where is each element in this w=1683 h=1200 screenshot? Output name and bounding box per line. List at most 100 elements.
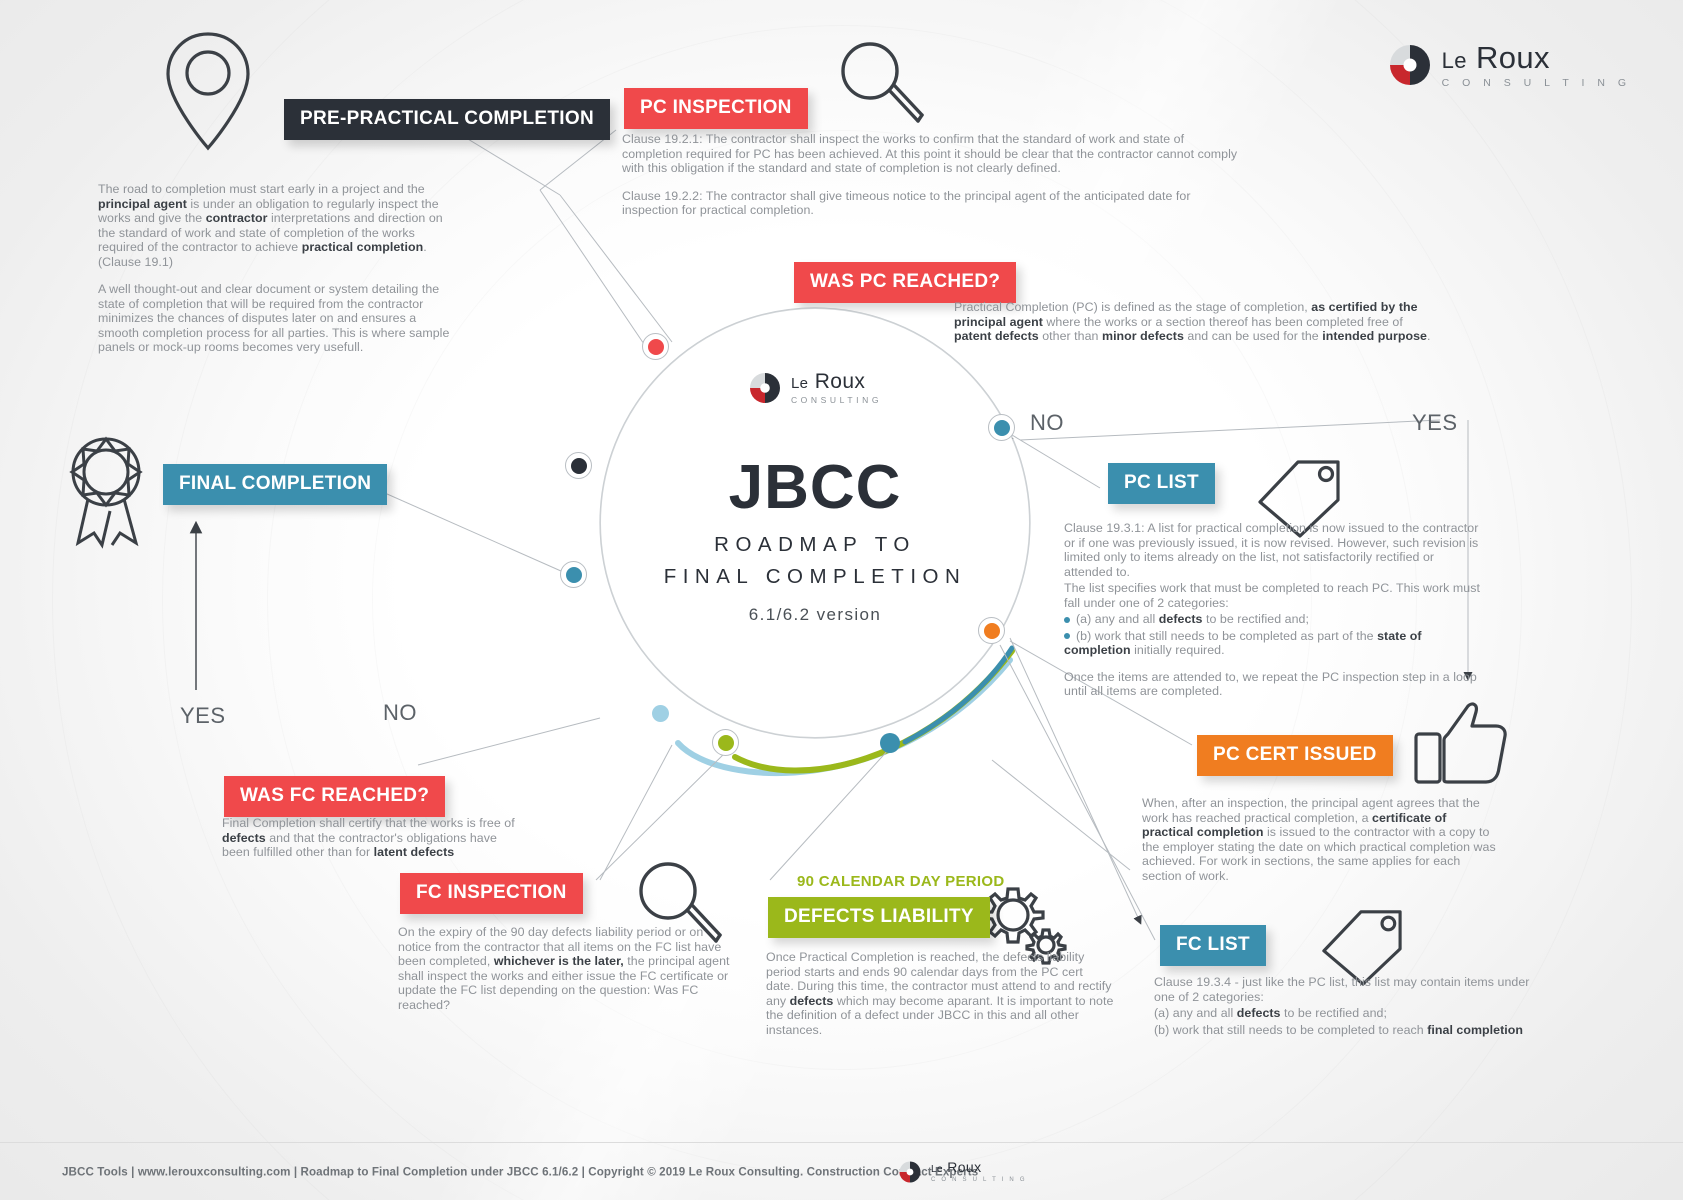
ppc-p1e: . (Clause 19.1) bbox=[98, 240, 427, 269]
pcl-ba-post: to be rectified and; bbox=[1202, 612, 1309, 626]
wfc-c: and that the contractor's obligations ha… bbox=[222, 830, 497, 860]
pcl-ba-pre: (a) any and all bbox=[1076, 612, 1159, 626]
decision-pc-yes: YES bbox=[1412, 410, 1458, 435]
pci-p2: Clause 19.2.2: The contractor shall give… bbox=[622, 188, 1191, 218]
text-pc-cert-issued: When, after an inspection, the principal… bbox=[1142, 796, 1500, 883]
award-rosette-icon bbox=[58, 425, 154, 555]
text-defects-liability: Once Practical Completion is reached, th… bbox=[766, 950, 1114, 1037]
ppc-p1c: is under an obligation to regularly insp… bbox=[98, 196, 439, 226]
wfc-b2: latent defects bbox=[373, 845, 455, 859]
dl-b: defects bbox=[789, 993, 834, 1008]
pcc-c: is issued to the contractor with a copy … bbox=[1142, 825, 1496, 883]
pcl-bb-post: initially required. bbox=[1130, 643, 1225, 657]
ppc-p1d: interpretations and direction on the sta… bbox=[98, 211, 443, 254]
footer-logo-le: Le bbox=[931, 1164, 943, 1175]
fcl-p3bold: final completion bbox=[1427, 1022, 1524, 1037]
gears-icon bbox=[975, 885, 1067, 970]
ppc-p1a: The road to completion must start early … bbox=[98, 182, 425, 196]
text-pc-inspection: Clause 19.2.1: The contractor shall insp… bbox=[622, 132, 1244, 218]
label-pc-cert-issued[interactable]: PC CERT ISSUED bbox=[1197, 735, 1393, 776]
tag-icon bbox=[1312, 902, 1410, 993]
fcl-p2post: to be rectified and; bbox=[1280, 1006, 1387, 1020]
label-pre-practical-completion[interactable]: PRE-PRACTICAL COMPLETION bbox=[284, 99, 610, 140]
fci-a: On the expiry of the 90 day defects liab… bbox=[398, 925, 722, 968]
dl-c: which may become aparant. It is importan… bbox=[766, 993, 1114, 1037]
tag-icon bbox=[1248, 452, 1348, 545]
ppc-b3: practical completion bbox=[301, 240, 424, 254]
label-pc-list[interactable]: PC LIST bbox=[1108, 463, 1215, 504]
pcl-p1: Clause 19.3.1: A list for practical comp… bbox=[1064, 521, 1479, 579]
fcl-p3pre: (b) work that still needs to be complete… bbox=[1154, 1022, 1428, 1037]
wpc-f: . bbox=[1427, 329, 1431, 343]
text-fc-list: Clause 19.3.4 - just like the PC list, t… bbox=[1154, 975, 1534, 1037]
brand-logo: Le Roux C O N S U L T I N G bbox=[1387, 42, 1631, 89]
fci-b: whichever is the later, bbox=[493, 954, 624, 968]
wpc-b2: patent defects bbox=[954, 329, 1039, 343]
pcl-p3: Once the items are attended to, we repea… bbox=[1064, 669, 1477, 699]
caption-90-calendar-day-period: 90 CALENDAR DAY PERIOD bbox=[797, 873, 1005, 890]
fci-c: the principal agent shall inspect the wo… bbox=[398, 954, 730, 1012]
wpc-c: where the works or a section thereof has… bbox=[1042, 314, 1403, 329]
wpc-b3: minor defects bbox=[1102, 329, 1184, 343]
ppc-b1: principal agent bbox=[98, 196, 187, 211]
pcl-ba-bold: defects bbox=[1158, 612, 1203, 626]
footer-logo-subtitle: C O N S U L T I N G bbox=[931, 1177, 1027, 1183]
decision-pc-no: NO bbox=[1030, 410, 1064, 435]
text-was-pc-reached: Practical Completion (PC) is defined as … bbox=[954, 300, 1440, 344]
centre-logo: Le Roux CONSULTING bbox=[748, 371, 882, 405]
bullet-icon bbox=[1064, 616, 1070, 623]
centre-logo-roux: Roux bbox=[814, 370, 866, 394]
magnifier-icon bbox=[630, 855, 726, 956]
brand-subtitle: C O N S U L T I N G bbox=[1441, 77, 1631, 89]
footer: JBCC Tools | www.lerouxconsulting.com | … bbox=[0, 1142, 1683, 1200]
le-roux-logo-mark bbox=[748, 371, 782, 405]
centre-subtitle-line2: FINAL COMPLETION bbox=[663, 565, 967, 588]
label-was-fc-reached[interactable]: WAS FC REACHED? bbox=[224, 776, 446, 817]
pci-p1: Clause 19.2.1: The contractor shall insp… bbox=[622, 132, 1238, 175]
wpc-e: and can be used for the bbox=[1183, 329, 1323, 343]
node-fc-list[interactable] bbox=[880, 733, 900, 753]
label-fc-list[interactable]: FC LIST bbox=[1160, 925, 1266, 966]
pcl-bb-bold: state of completion bbox=[1064, 628, 1422, 658]
node-final-completion[interactable] bbox=[560, 561, 587, 588]
label-fc-inspection[interactable]: FC INSPECTION bbox=[400, 873, 583, 914]
brand-le: Le bbox=[1441, 48, 1467, 73]
node-fc-branch[interactable] bbox=[652, 705, 669, 722]
wpc-b4: intended purpose bbox=[1322, 329, 1427, 343]
text-fc-inspection: On the expiry of the 90 day defects liab… bbox=[398, 925, 738, 1012]
ppc-b2: contractor bbox=[205, 211, 268, 225]
wpc-a: Practical Completion (PC) is defined as … bbox=[954, 300, 1312, 314]
node-pc-cert-issued[interactable] bbox=[978, 617, 1005, 644]
wfc-b1: defects bbox=[222, 830, 266, 845]
label-was-pc-reached[interactable]: WAS PC REACHED? bbox=[794, 262, 1017, 303]
node-pc-inspection[interactable] bbox=[642, 333, 669, 360]
pcc-a: When, after an inspection, the principal… bbox=[1142, 796, 1480, 825]
ppc-p2: A well thought-out and clear document or… bbox=[98, 282, 450, 354]
text-was-fc-reached: Final Completion shall certify that the … bbox=[222, 816, 522, 860]
brand-roux: Roux bbox=[1475, 40, 1550, 75]
thumbs-up-icon bbox=[1410, 700, 1510, 791]
bullet-icon bbox=[1064, 633, 1070, 640]
centre-logo-le: Le bbox=[790, 375, 809, 393]
fcl-p1: Clause 19.3.4 - just like the PC list, t… bbox=[1154, 975, 1530, 1004]
node-pre-practical[interactable] bbox=[565, 452, 592, 479]
centre-title: JBCC bbox=[728, 453, 902, 522]
node-defects-liability[interactable] bbox=[712, 729, 739, 756]
centre-version: 6.1/6.2 version bbox=[748, 605, 882, 624]
footer-text: JBCC Tools | www.lerouxconsulting.com | … bbox=[62, 1165, 979, 1178]
footer-logo-roux: Roux bbox=[947, 1159, 982, 1175]
decision-fc-no: NO bbox=[383, 700, 417, 725]
label-pc-inspection[interactable]: PC INSPECTION bbox=[624, 88, 808, 129]
pcl-p2: The list specifies work that must be com… bbox=[1064, 581, 1480, 610]
wfc-a: Final Completion shall certify that the … bbox=[222, 816, 515, 830]
wpc-b1: as certified by the principal agent bbox=[954, 300, 1418, 329]
le-roux-logo-mark bbox=[898, 1160, 922, 1184]
wpc-d: other than bbox=[1038, 329, 1102, 343]
label-final-completion[interactable]: FINAL COMPLETION bbox=[163, 464, 388, 505]
footer-logo: Le Roux C O N S U L T I N G bbox=[898, 1160, 1027, 1184]
dl-a: Once Practical Completion is reached, th… bbox=[766, 950, 1112, 1008]
node-was-pc-reached[interactable] bbox=[988, 414, 1015, 441]
location-pin-icon bbox=[160, 28, 256, 161]
label-defects-liability[interactable]: DEFECTS LIABILITY bbox=[768, 897, 990, 938]
